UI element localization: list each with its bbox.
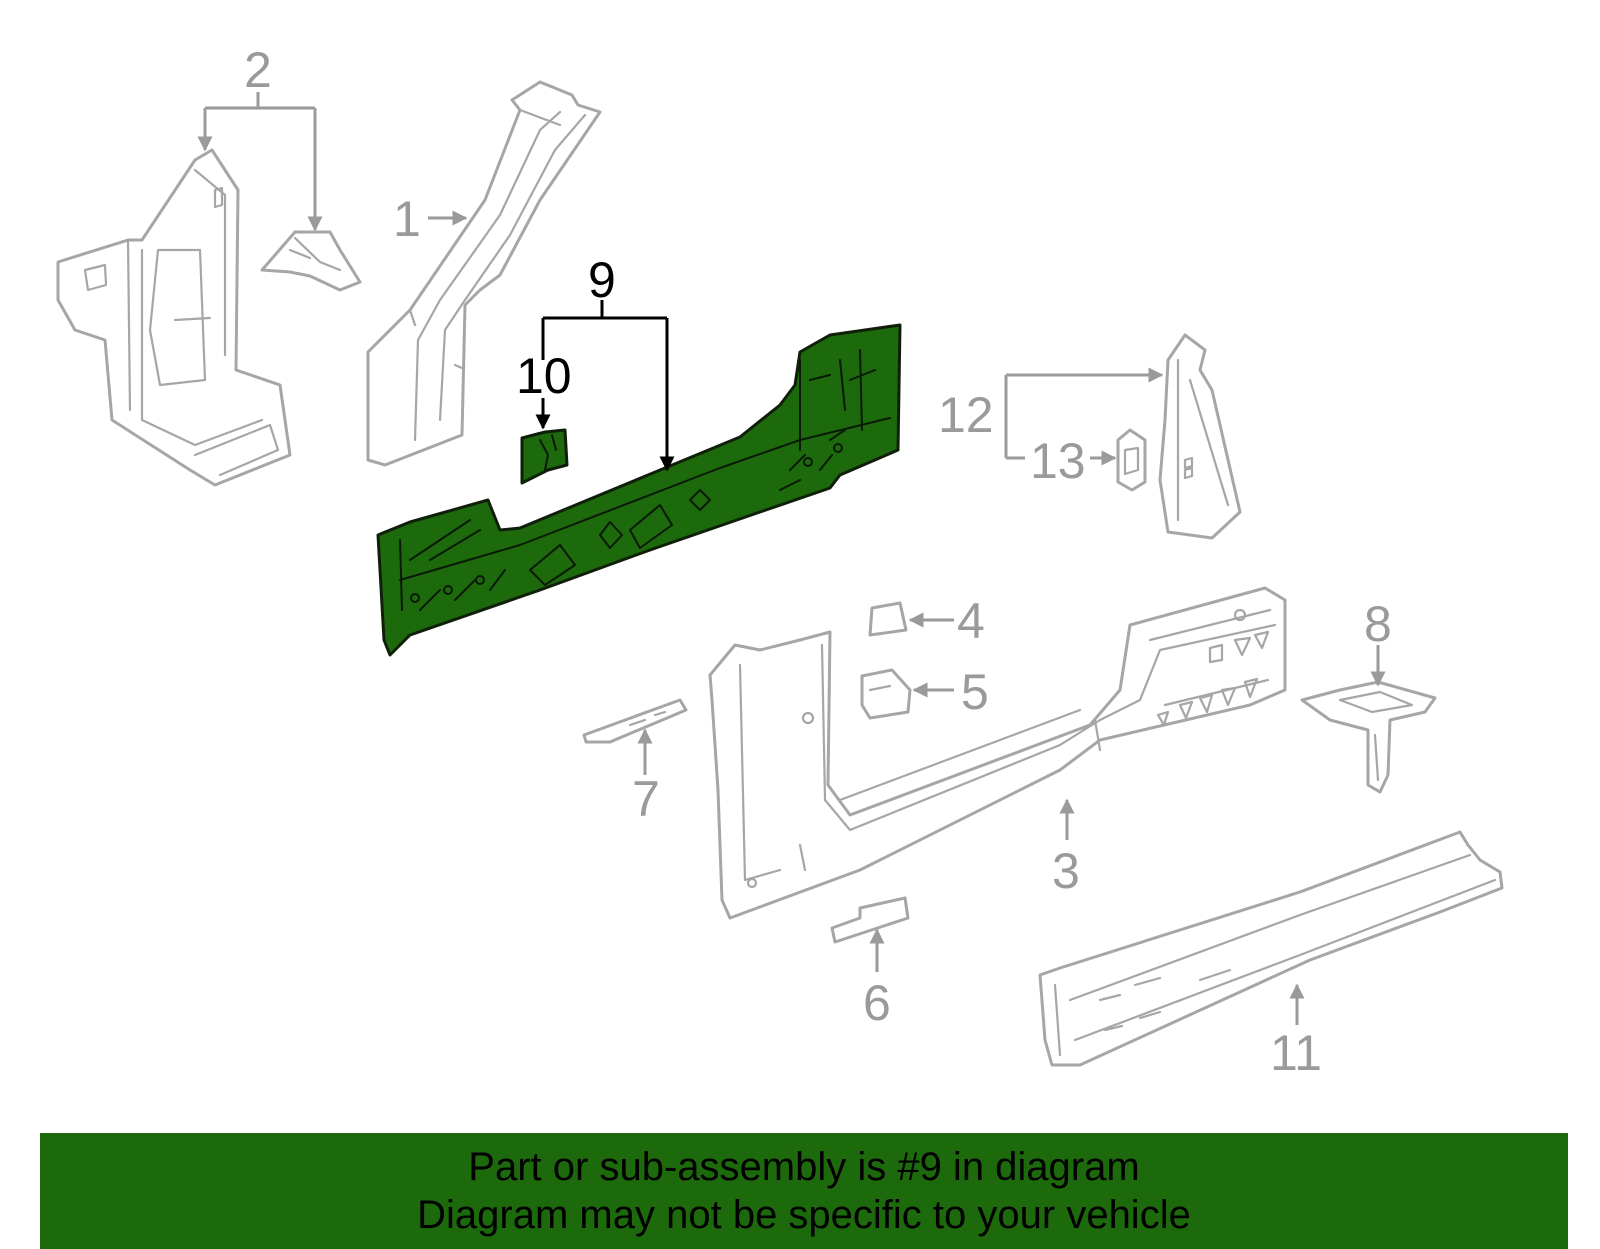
callout-13[interactable]: 13 [1030,433,1086,489]
callout-3[interactable]: 3 [1052,843,1080,899]
callout-6[interactable]: 6 [863,975,891,1031]
callout-12-13-leaders [1004,367,1164,466]
callout-4[interactable]: 4 [957,593,985,649]
info-banner: Part or sub-assembly is #9 in diagram Di… [40,1133,1568,1249]
callout-5[interactable]: 5 [961,664,989,720]
part-13-bracket[interactable] [1116,428,1147,492]
callout-2-leader [197,92,323,232]
part-2-hinge-pillar[interactable] [56,148,292,487]
parts-diagram: 2 1 9 10 12 13 4 5 8 7 3 6 11 [56,42,1504,1081]
part-7-plate[interactable] [582,698,688,744]
banner-line-disclaimer: Diagram may not be specific to your vehi… [417,1193,1191,1237]
part-12-b-pillar[interactable] [1158,333,1242,540]
part-8-bracket[interactable] [1300,680,1437,794]
part-1-a-pillar[interactable] [366,80,602,467]
part-6-plate[interactable] [830,896,910,944]
callout-2[interactable]: 2 [244,42,272,98]
callout-7[interactable]: 7 [632,771,660,827]
callout-1[interactable]: 1 [393,191,421,247]
callout-8[interactable]: 8 [1364,596,1392,652]
part-9-rocker-inner[interactable] [376,323,902,657]
callout-11[interactable]: 11 [1270,1025,1322,1081]
part-4-bracket[interactable] [868,601,908,637]
part-2-bracket[interactable] [260,230,362,292]
callout-10[interactable]: 10 [516,348,572,404]
part-11-rocker-outer[interactable] [1038,830,1504,1067]
part-5-bracket[interactable] [860,668,912,720]
callout-9-10-leaders [535,300,675,472]
part-3-side-panel[interactable] [708,586,1287,920]
banner-line-part: Part or sub-assembly is #9 in diagram [468,1145,1140,1189]
part-10-reinforcement[interactable] [520,428,569,485]
callout-9[interactable]: 9 [588,252,616,308]
callout-4-5-leaders [908,612,954,698]
callout-12[interactable]: 12 [938,387,994,443]
